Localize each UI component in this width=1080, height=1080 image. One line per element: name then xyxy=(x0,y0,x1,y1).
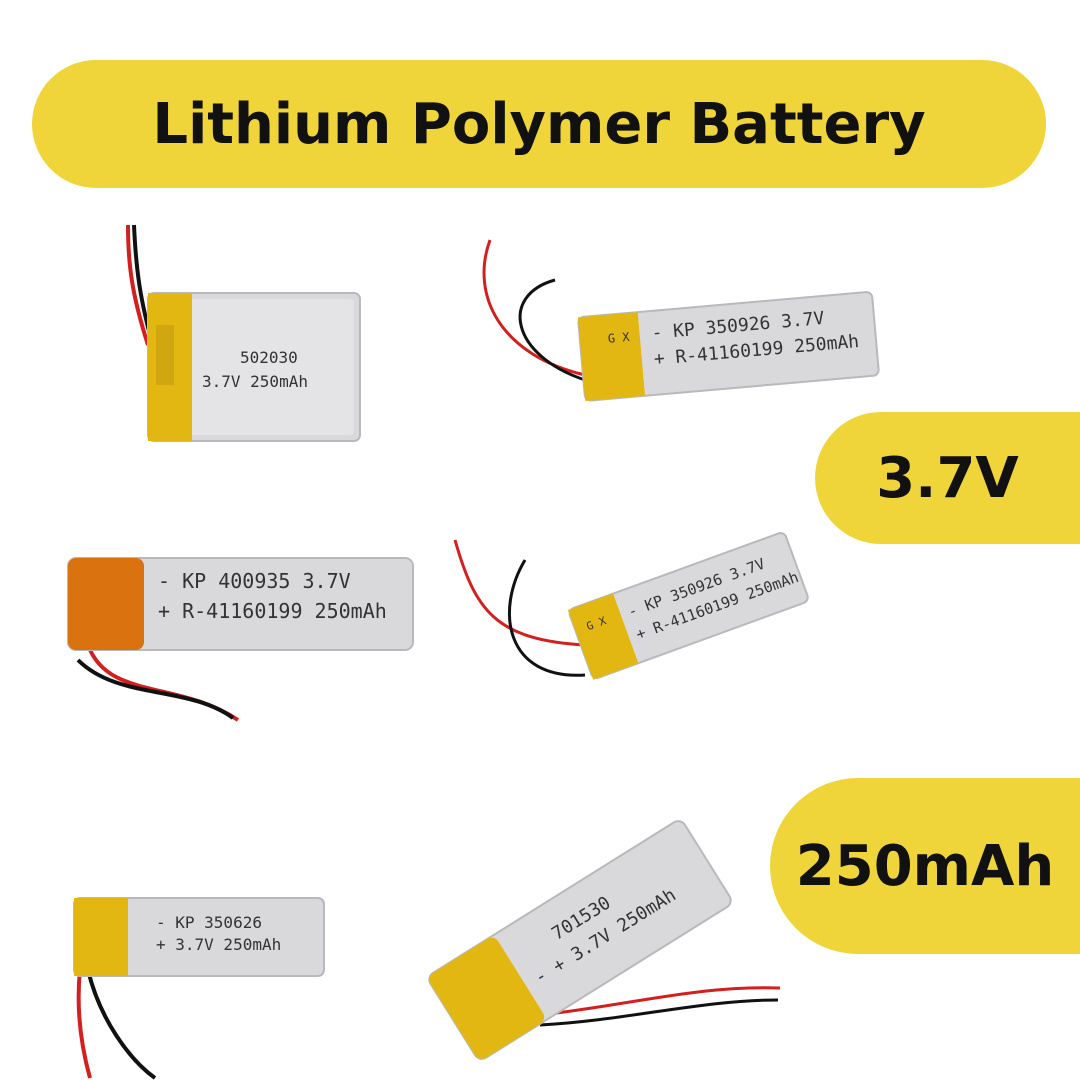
battery-1-model: 502030 xyxy=(240,348,298,367)
battery-2-tape: G X xyxy=(607,330,631,346)
title-badge: Lithium Polymer Battery xyxy=(32,60,1046,188)
page-title: Lithium Polymer Battery xyxy=(152,91,926,157)
battery-image-350626: - KP 350626 + 3.7V 250mAh xyxy=(73,897,325,1080)
battery-5-line1: - KP 350626 xyxy=(156,913,262,932)
battery-5-line2: + 3.7V 250mAh xyxy=(156,935,281,954)
battery-1-spec: 3.7V 250mAh xyxy=(202,372,308,391)
battery-image-502030: 502030 3.7V 250mAh xyxy=(126,224,361,442)
battery-image-350926-b: G X - KP 350926 3.7V + R-41160199 250mAh xyxy=(453,532,809,680)
battery-image-350926-a: G X - KP 350926 3.7V + R-41160199 250mAh xyxy=(482,239,880,402)
voltage-value: 3.7V xyxy=(876,445,1019,511)
battery-image-701530: 701530 - + 3.7V 250mAh xyxy=(428,820,781,1060)
battery-3-line1: - KP 400935 3.7V xyxy=(158,569,351,593)
voltage-badge: 3.7V xyxy=(815,412,1080,544)
battery-3-line2: + R-41160199 250mAh xyxy=(158,599,387,623)
capacity-value: 250mAh xyxy=(795,833,1055,899)
battery-image-400935: - KP 400935 3.7V + R-41160199 250mAh xyxy=(67,557,414,722)
capacity-badge: 250mAh xyxy=(770,778,1080,954)
